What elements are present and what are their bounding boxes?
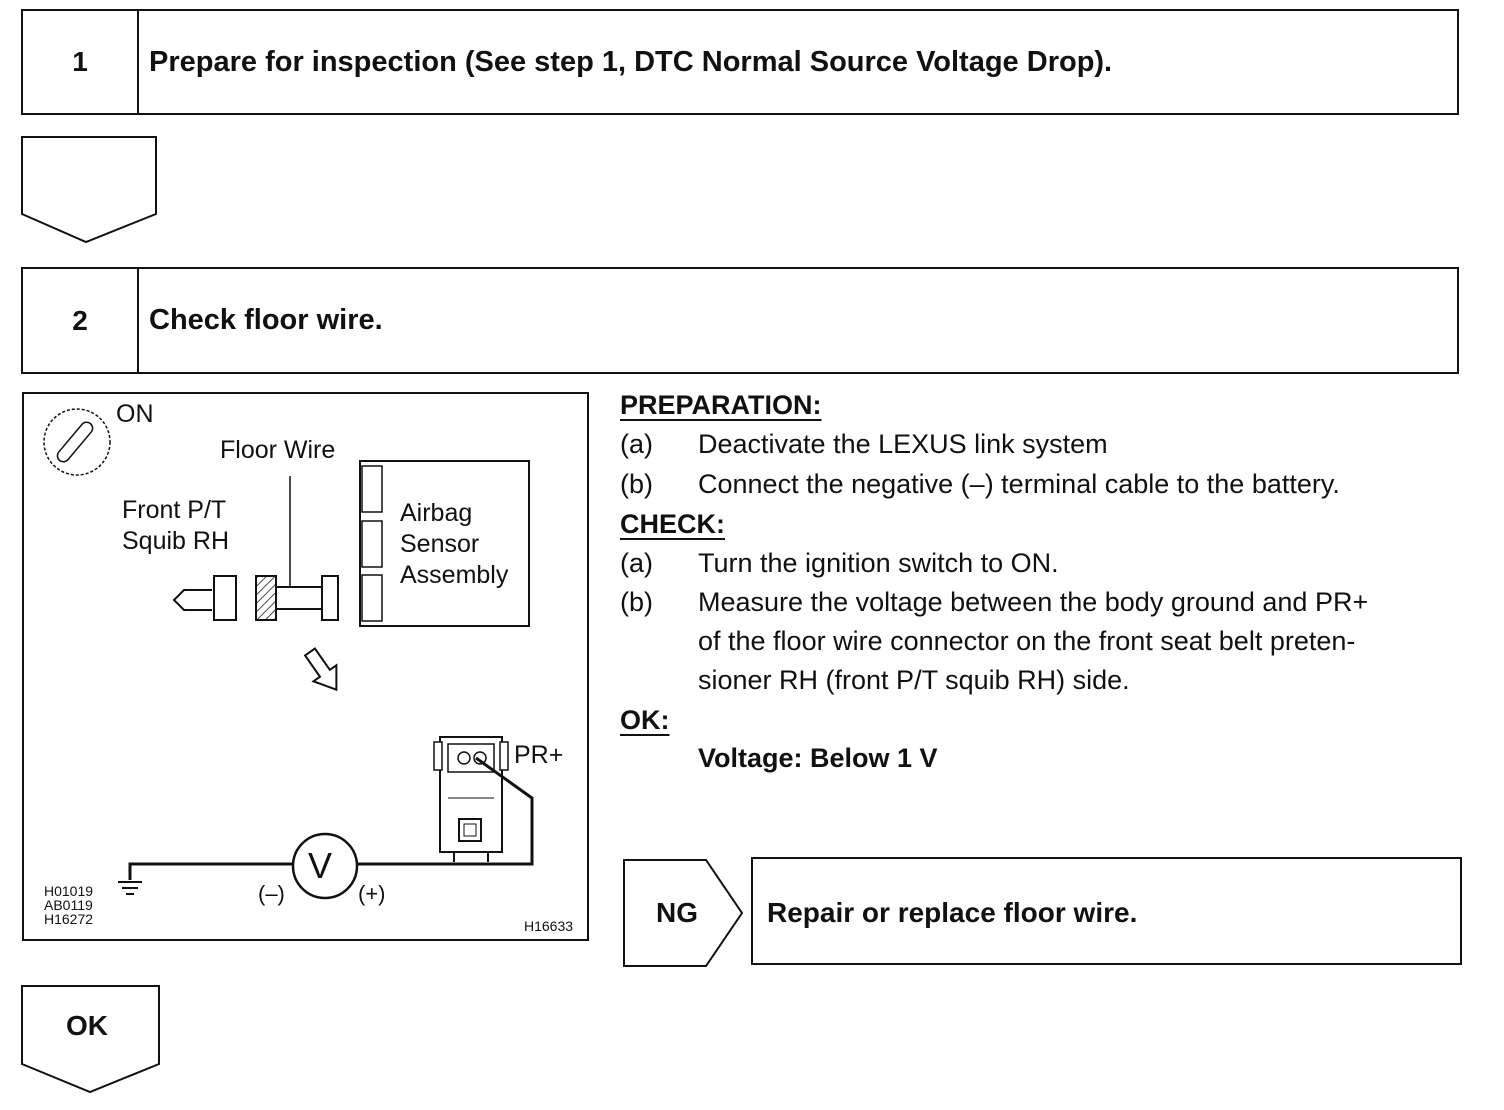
preparation-b-text: Connect the negative (–) terminal cable … <box>698 469 1340 499</box>
preparation-b-marker: (b) <box>620 469 653 499</box>
ng-action-box: Repair or replace floor wire. <box>751 857 1462 965</box>
negative-probe-label: (–) <box>258 881 285 906</box>
diagram-artwork <box>43 408 534 900</box>
reference-codes: H01019 AB0119 H16272 <box>44 883 94 927</box>
check-b-marker: (b) <box>620 587 653 617</box>
airbag-sensor-assembly <box>359 460 530 627</box>
squib-label-line2: Squib RH <box>122 527 229 555</box>
preparation-a-marker: (a) <box>620 429 653 459</box>
preparation-a-text: Deactivate the LEXUS link system <box>698 429 1108 459</box>
squib-label-line1: Front P/T <box>122 496 227 524</box>
ng-action-text: Repair or replace floor wire. <box>767 897 1138 928</box>
ignition-on-label: ON <box>116 400 154 428</box>
voltmeter-symbol: V <box>308 845 333 886</box>
check-header: CHECK: <box>620 509 725 539</box>
step-2-title: Check floor wire. <box>149 304 383 336</box>
check-a-marker: (a) <box>620 548 653 578</box>
check-b-line3: sioner RH (front P/T squib RH) side. <box>698 665 1130 695</box>
ng-label: NG <box>656 897 698 928</box>
view-direction-arrow-icon <box>303 647 338 692</box>
ok-header: OK: <box>620 705 670 735</box>
pr-connector <box>433 736 509 862</box>
ok-spec: Voltage: Below 1 V <box>698 743 938 773</box>
figure-code: H16633 <box>524 918 574 934</box>
check-b-line2: of the floor wire connector on the front… <box>698 626 1356 656</box>
step-2-number: 2 <box>23 269 139 372</box>
sensor-label-line3: Assembly <box>400 561 509 589</box>
preparation-header: PREPARATION: <box>620 390 822 420</box>
check-a-text: Turn the ignition switch to ON. <box>698 548 1059 578</box>
pr-plus-label: PR+ <box>514 741 564 769</box>
squib-connector <box>172 575 237 621</box>
ok-arrow-label: OK <box>66 1010 108 1041</box>
ground-symbol-icon <box>118 881 142 895</box>
step-1-number: 1 <box>23 11 139 113</box>
step-2-box: 2 Check floor wire. <box>21 267 1459 374</box>
check-b-line1: Measure the voltage between the body gro… <box>698 587 1369 617</box>
floor-wire-label: Floor Wire <box>220 436 336 464</box>
sensor-label-line2: Sensor <box>400 530 480 558</box>
ignition-key-icon <box>43 408 111 476</box>
floor-wire-connector <box>255 575 339 621</box>
step-1-title: Prepare for inspection (See step 1, DTC … <box>149 45 1113 78</box>
step-1-box: 1 Prepare for inspection (See step 1, DT… <box>21 9 1459 115</box>
wiring-diagram: ON Floor Wire Front P/T Squib RH Airbag … <box>22 392 589 941</box>
positive-probe-label: (+) <box>358 881 386 906</box>
voltmeter-icon <box>291 832 359 900</box>
sensor-label-line1: Airbag <box>400 499 473 527</box>
